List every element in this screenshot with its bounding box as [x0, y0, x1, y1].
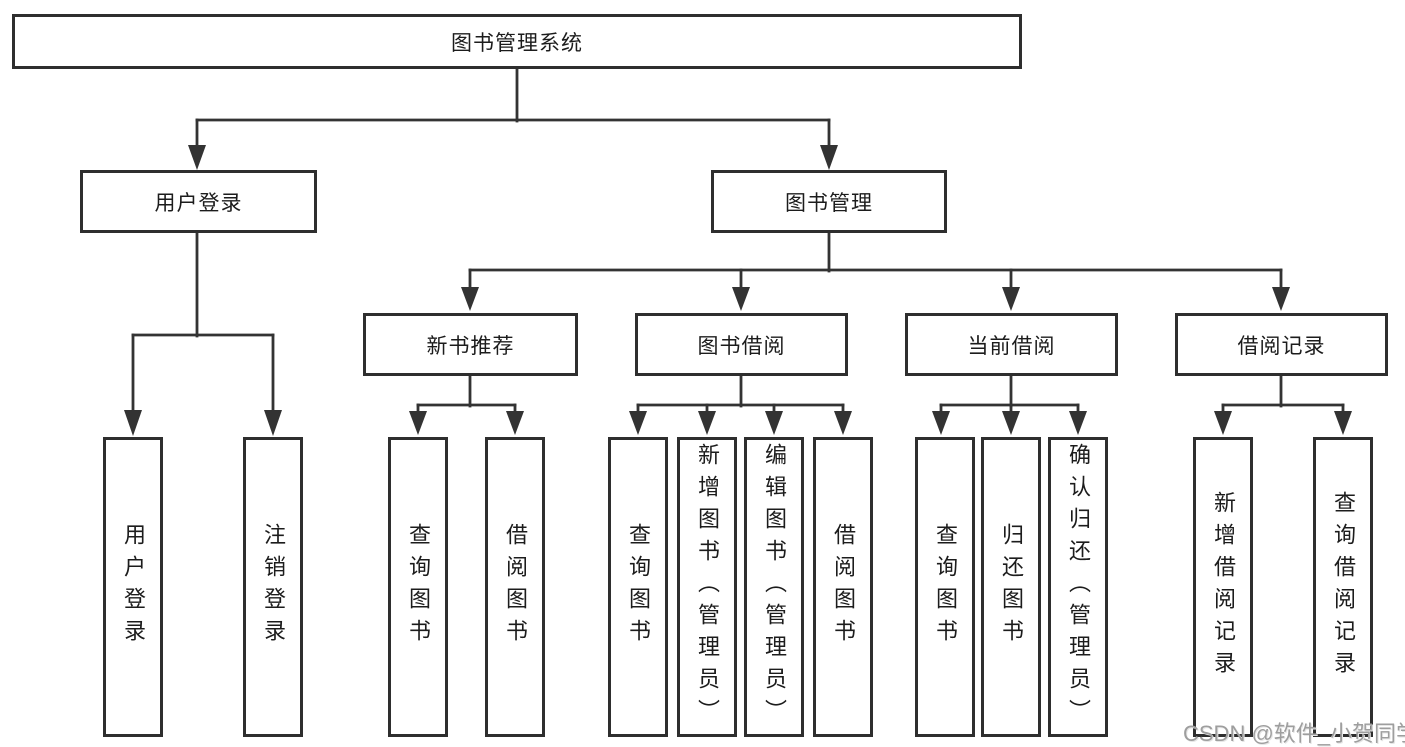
leaf-user-login: 用户登录	[103, 437, 163, 737]
leaf-logout: 注销登录	[243, 437, 303, 737]
leaf-confirm-return-admin: 确认归还（管理员）	[1048, 437, 1108, 737]
leaf-query-books-1-label: 查询图书	[406, 523, 431, 651]
leaf-return-book: 归还图书	[981, 437, 1041, 737]
leaf-borrow-books-1: 借阅图书	[485, 437, 545, 737]
leaf-add-book-admin: 新增图书（管理员）	[677, 437, 737, 737]
leaf-query-books-3: 查询图书	[915, 437, 975, 737]
node-root: 图书管理系统	[12, 14, 1022, 69]
node-new-book-recommend: 新书推荐	[363, 313, 578, 376]
leaf-borrow-books-1-label: 借阅图书	[503, 523, 528, 651]
leaf-logout-label: 注销登录	[261, 523, 286, 651]
leaf-query-books-3-label: 查询图书	[933, 523, 958, 651]
node-book-borrow: 图书借阅	[635, 313, 848, 376]
leaf-edit-book-admin: 编辑图书（管理员）	[744, 437, 804, 737]
leaf-query-books-2: 查询图书	[608, 437, 668, 737]
node-current-borrow: 当前借阅	[905, 313, 1118, 376]
leaf-query-books-2-label: 查询图书	[626, 523, 651, 651]
leaf-add-book-admin-label: 新增图书（管理员）	[695, 443, 720, 731]
leaf-query-borrow-record-label: 查询借阅记录	[1331, 491, 1356, 683]
leaf-user-login-label: 用户登录	[121, 523, 146, 651]
node-book-management: 图书管理	[711, 170, 947, 233]
leaf-borrow-books-2: 借阅图书	[813, 437, 873, 737]
leaf-add-borrow-record: 新增借阅记录	[1193, 437, 1253, 737]
node-borrow-record: 借阅记录	[1175, 313, 1388, 376]
node-user-login: 用户登录	[80, 170, 317, 233]
csdn-watermark: CSDN @软件_小贺同学	[1183, 721, 1405, 746]
leaf-query-borrow-record: 查询借阅记录	[1313, 437, 1373, 737]
leaf-query-books-1: 查询图书	[388, 437, 448, 737]
leaf-confirm-return-admin-label: 确认归还（管理员）	[1066, 443, 1091, 731]
leaf-edit-book-admin-label: 编辑图书（管理员）	[762, 443, 787, 731]
leaf-add-borrow-record-label: 新增借阅记录	[1211, 491, 1236, 683]
leaf-return-book-label: 归还图书	[999, 523, 1024, 651]
leaf-borrow-books-2-label: 借阅图书	[831, 523, 856, 651]
